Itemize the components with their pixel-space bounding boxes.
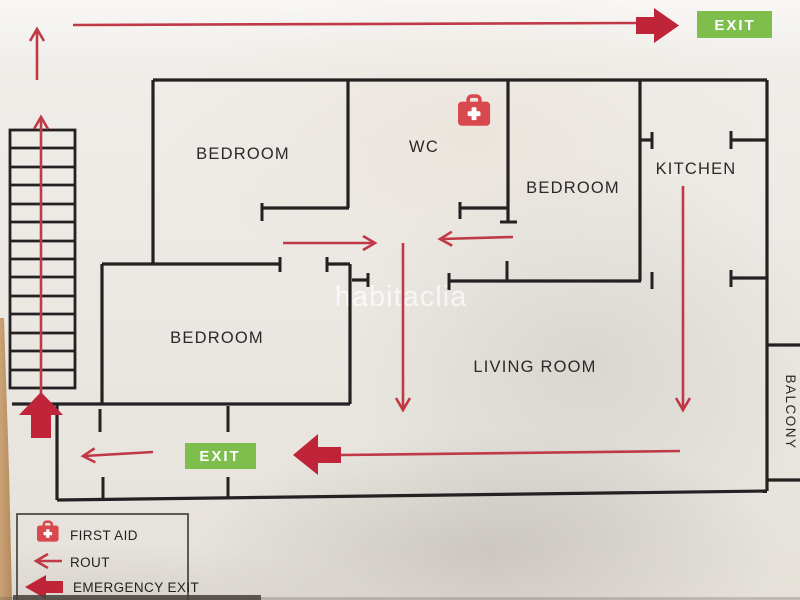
paper-edge-shadow bbox=[13, 595, 261, 600]
paper-edge-shadow-wide bbox=[0, 597, 800, 600]
room-label-kitchen: KITCHEN bbox=[656, 160, 737, 178]
room-label-living-room: LIVING ROOM bbox=[473, 358, 596, 376]
emergency-arrow-left-corridor bbox=[293, 434, 341, 475]
legend: FIRST AID ROUT EMERGENCY EXIT bbox=[16, 513, 199, 600]
route-line-bottom bbox=[340, 449, 681, 457]
watermark-text: habitaclia bbox=[335, 281, 468, 313]
room-label-bedroom-top-left: BEDROOM bbox=[196, 145, 290, 163]
door-jambs bbox=[98, 131, 733, 499]
route-line-top bbox=[72, 21, 637, 27]
first-aid-kit-icon bbox=[458, 94, 491, 126]
staircase bbox=[8, 128, 77, 390]
photo-shadow-bottom bbox=[200, 430, 780, 600]
walls bbox=[12, 78, 800, 502]
legend-label-first-aid: FIRST AID bbox=[70, 528, 138, 543]
exit-sign-top: EXIT bbox=[697, 11, 772, 38]
room-label-balcony: BALCONY bbox=[783, 374, 798, 449]
route-arrow-left-center bbox=[437, 230, 514, 247]
emergency-exit-arrow-icon bbox=[25, 575, 63, 599]
exit-sign-top-label: EXIT bbox=[714, 17, 755, 34]
room-label-wc: WC bbox=[409, 138, 439, 156]
photo-shadow-bottom-left bbox=[0, 545, 380, 600]
emergency-arrows bbox=[19, 8, 679, 475]
room-label-bedroom-bottom-left: BEDROOM bbox=[170, 329, 264, 347]
legend-box bbox=[16, 513, 189, 600]
exit-sign-bottom: EXIT bbox=[185, 443, 256, 469]
exit-sign-bottom-label: EXIT bbox=[199, 448, 240, 465]
emergency-arrow-right-top bbox=[636, 8, 679, 43]
evacuation-routes bbox=[28, 21, 692, 464]
first-aid-kit-icon-legend bbox=[37, 520, 59, 542]
legend-label-emergency-exit: EMERGENCY EXIT bbox=[73, 580, 199, 595]
route-arrow-left-corridor bbox=[80, 447, 154, 464]
legend-label-rout: ROUT bbox=[70, 555, 110, 570]
room-label-bedroom-top-right: BEDROOM bbox=[526, 179, 620, 197]
emergency-arrow-up-stairs bbox=[19, 392, 63, 438]
wood-table-edge bbox=[0, 318, 12, 600]
